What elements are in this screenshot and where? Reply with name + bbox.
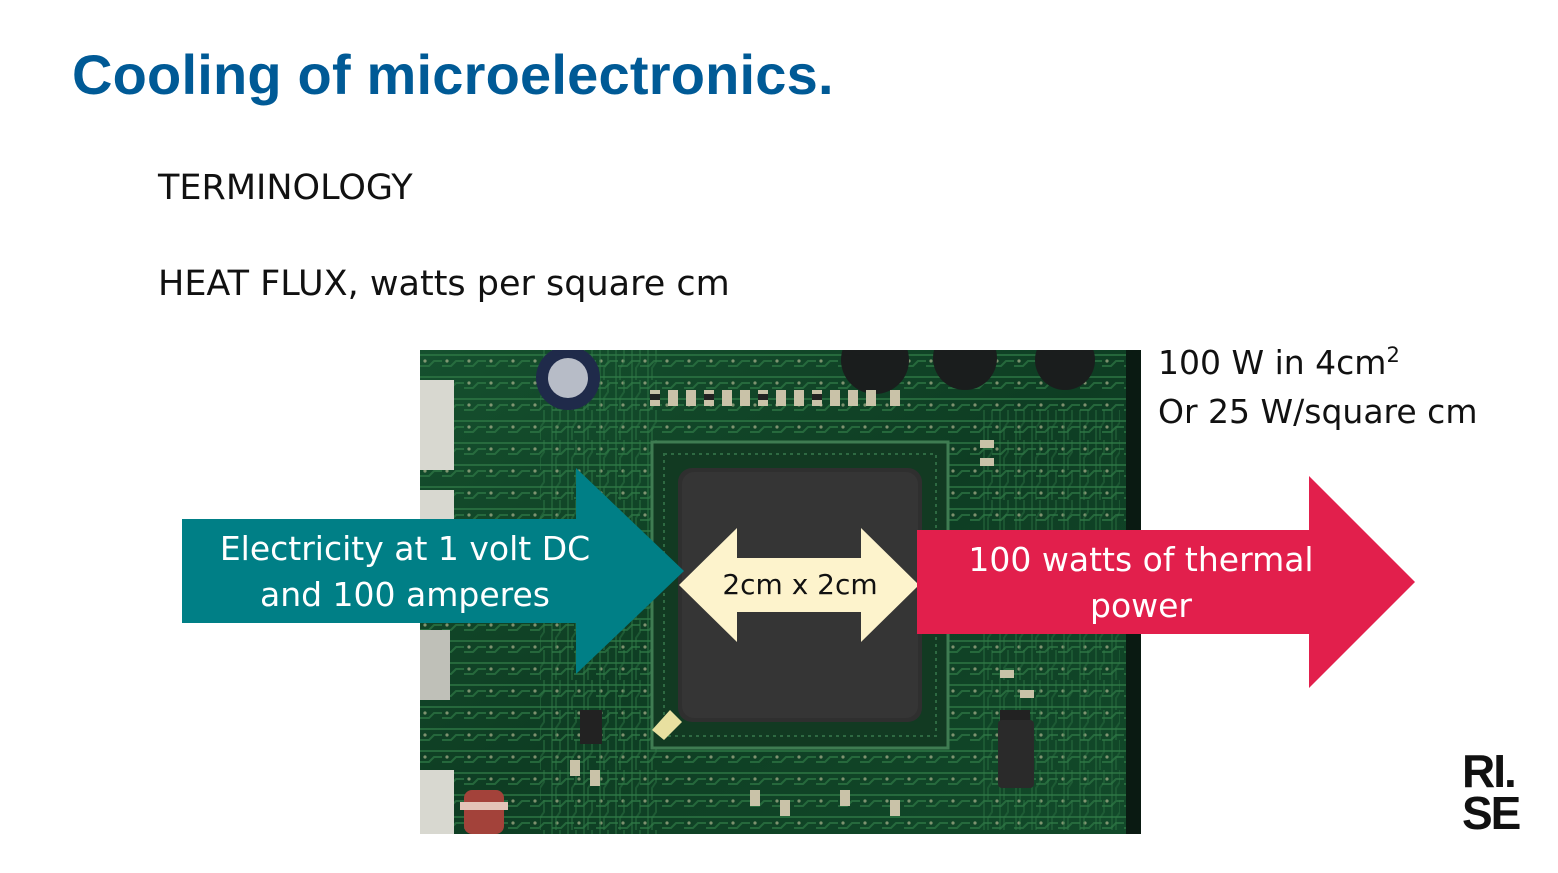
superscript-2: 2 bbox=[1386, 343, 1400, 367]
chip-size-label: 2cm x 2cm bbox=[722, 568, 878, 601]
thermal-power-label: 100 watts of thermal power bbox=[918, 537, 1364, 629]
thermal-label-line2: power bbox=[1090, 586, 1192, 625]
power-area-line: 100 W in 4cm2 bbox=[1158, 338, 1477, 387]
flux-result-line: Or 25 W/square cm bbox=[1158, 392, 1478, 431]
thermal-label-line1: 100 watts of thermal bbox=[968, 540, 1314, 579]
rise-logo-line2: SE bbox=[1462, 787, 1521, 839]
heat-flux-definition: HEAT FLUX, watts per square cm bbox=[158, 264, 730, 304]
chip-size-arrow bbox=[679, 528, 919, 642]
electricity-label-line1: Electricity at 1 volt DC bbox=[219, 529, 591, 568]
electricity-arrow bbox=[182, 468, 684, 674]
thermal-power-arrow bbox=[917, 476, 1415, 688]
power-area-text: 100 W in 4cm bbox=[1158, 343, 1387, 382]
heat-flux-note: 100 W in 4cm2 Or 25 W/square cm bbox=[1158, 338, 1477, 436]
slide-title: Cooling of microelectronics. bbox=[72, 43, 834, 106]
terminology-heading: TERMINOLOGY bbox=[158, 168, 413, 208]
electricity-label-line2: and 100 amperes bbox=[259, 575, 550, 614]
rise-logo: RI. SE bbox=[1462, 745, 1538, 846]
rise-logo-line1: RI. bbox=[1462, 745, 1517, 797]
electricity-label: Electricity at 1 volt DC and 100 amperes bbox=[182, 526, 628, 618]
